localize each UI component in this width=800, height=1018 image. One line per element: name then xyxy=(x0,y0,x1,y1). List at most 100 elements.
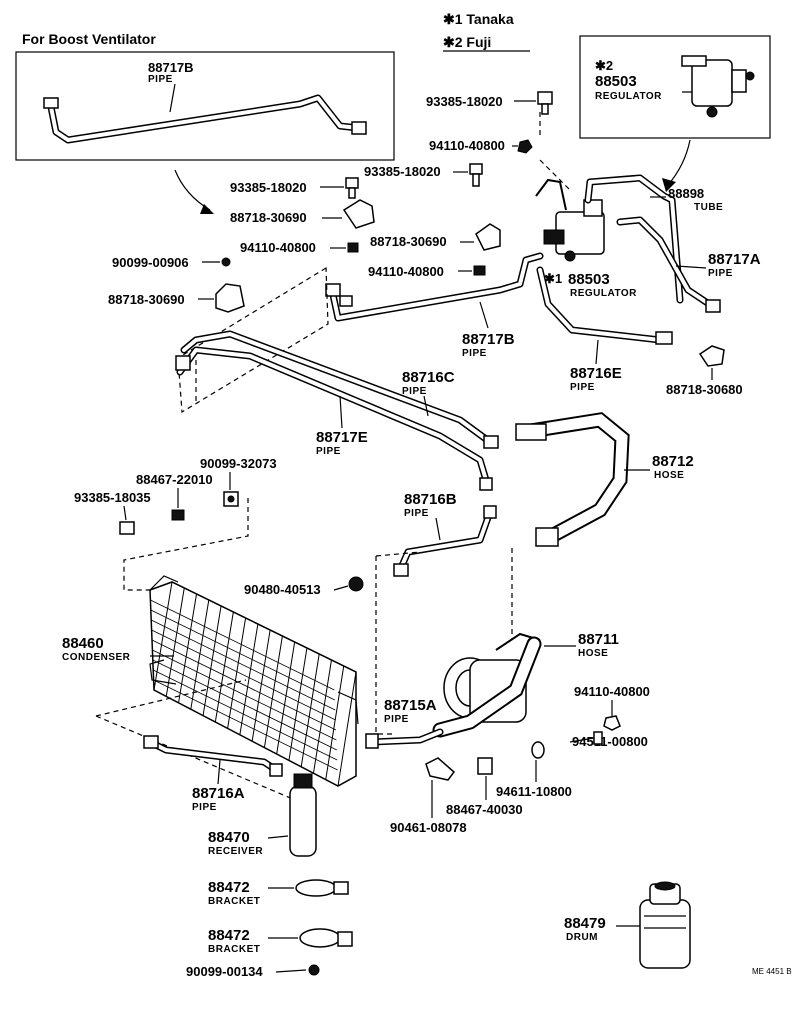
inset-regulator-mark: ✱2 xyxy=(595,58,613,73)
condenser-fin xyxy=(178,593,198,703)
condenser-fin xyxy=(276,641,296,755)
clamp-88718-30690-b xyxy=(475,223,501,251)
inset-ventilator-title: For Boost Ventilator xyxy=(22,31,156,47)
label-88716B-name: PIPE xyxy=(404,508,429,519)
legend-note-1: ✱1 Tanaka xyxy=(443,11,514,27)
inset-regulator-name: REGULATOR xyxy=(595,91,662,102)
grommet-88467-40030 xyxy=(477,757,493,775)
label-88711: 88711 xyxy=(578,631,619,648)
label-88503-name: REGULATOR xyxy=(570,288,637,299)
tube-88898 xyxy=(584,174,684,304)
label-94511-00800: 94511-00800 xyxy=(572,734,648,749)
condenser-fin xyxy=(190,599,210,710)
clamp-90461-08078 xyxy=(425,757,456,781)
clamp-88718-30690-a xyxy=(342,199,375,229)
reference-code: ME 4451 B xyxy=(752,967,792,976)
label-94110-40800-c: 94110-40800 xyxy=(368,264,444,279)
label-88717B-name: PIPE xyxy=(462,348,487,359)
clamp-88718-30690-c xyxy=(215,283,245,313)
pipe-88716C xyxy=(180,330,499,449)
bolt-93385-18035 xyxy=(119,521,135,535)
condenser-fin xyxy=(227,617,247,729)
bolt-93385-18020-c xyxy=(469,163,483,187)
label-88479: 88479 xyxy=(564,915,606,932)
condenser-88460 xyxy=(149,575,359,787)
label-88712: 88712 xyxy=(652,453,694,470)
label-88472-a-name: BRACKET xyxy=(208,896,260,907)
label-94110-40800-b: 94110-40800 xyxy=(240,240,316,255)
hose-88712 xyxy=(515,412,630,547)
inset-regulator-arrow xyxy=(667,139,691,186)
label-93385-18020-c: 93385-18020 xyxy=(364,164,441,179)
label-88467-40030: 88467-40030 xyxy=(446,802,523,817)
label-88716B: 88716B xyxy=(404,491,457,508)
condenser-fin-row xyxy=(150,609,335,701)
label-88717A: 88717A xyxy=(708,251,761,268)
clamp-88718-30680 xyxy=(698,345,725,367)
label-88898: 88898 xyxy=(668,186,704,201)
inset-ventilator-name: PIPE xyxy=(148,74,173,85)
inset-ventilator-pipe xyxy=(43,94,367,144)
label-93385-18035: 93385-18035 xyxy=(74,490,151,505)
label-88716E-name: PIPE xyxy=(570,382,595,393)
condenser-fin xyxy=(165,587,185,697)
label-88712-name: HOSE xyxy=(654,470,684,481)
condenser-fin xyxy=(251,629,271,742)
bracket-88472-a xyxy=(295,879,349,897)
nut-94110-40800-c xyxy=(473,265,486,276)
condenser-fin xyxy=(300,653,320,767)
nut-90099-32073 xyxy=(223,491,239,507)
bracket-88472-b xyxy=(299,928,353,948)
pipe-88717B xyxy=(325,252,544,322)
label-88479-name: DRUM xyxy=(566,932,598,943)
inset-ventilator-arrow xyxy=(174,169,211,211)
label-88718-30690-c: 88718-30690 xyxy=(108,292,185,307)
label-93385-18020-b: 93385-18020 xyxy=(230,180,307,195)
label-88716C-name: PIPE xyxy=(402,386,427,397)
label-88460: 88460 xyxy=(62,635,104,652)
grommet-90099-00906 xyxy=(221,257,231,267)
condenser-fin-row xyxy=(152,659,337,751)
condenser-fin xyxy=(288,647,308,761)
label-88472-b: 88472 xyxy=(208,927,250,944)
pipe-88716B xyxy=(393,505,497,577)
label-90099-00134: 90099-00134 xyxy=(186,964,263,979)
condenser-fin-row xyxy=(151,619,336,711)
condenser-fin-row xyxy=(151,629,336,721)
inset-ventilator-frame xyxy=(15,51,395,161)
washer-94511-00800 xyxy=(593,731,603,745)
grommet-88467-22010 xyxy=(171,509,185,521)
label-88716A: 88716A xyxy=(192,785,245,802)
inset-ventilator-part: 88717B xyxy=(148,60,194,75)
inset-regulator-frame xyxy=(579,35,771,139)
label-88718-30690-a: 88718-30690 xyxy=(230,210,307,225)
label-88460-name: CONDENSER xyxy=(62,652,131,663)
pipe-88717E xyxy=(175,346,493,491)
washer-94611-10800 xyxy=(531,741,545,759)
condenser-fin xyxy=(337,671,357,787)
label-90461-08078: 90461-08078 xyxy=(390,820,467,835)
condenser-fin xyxy=(312,659,332,774)
label-88470: 88470 xyxy=(208,829,250,846)
condenser-fin xyxy=(239,623,259,735)
legend-note-2: ✱2 Fuji xyxy=(443,34,491,50)
pipe-88717A xyxy=(616,216,721,313)
label-88715A-name: PIPE xyxy=(384,714,409,725)
label-88470-name: RECEIVER xyxy=(208,846,263,857)
inset-regulator-body xyxy=(681,55,755,118)
label-90099-32073: 90099-32073 xyxy=(200,456,277,471)
nut-94110-40800-d xyxy=(603,715,621,731)
label-94110-40800-d: 94110-40800 xyxy=(574,684,650,699)
label-88503-mark: ✱1 xyxy=(544,271,562,286)
label-88715A: 88715A xyxy=(384,697,437,714)
bracket-guide-dash xyxy=(177,266,329,414)
condenser-fin-row xyxy=(151,639,337,731)
condenser-fin-row xyxy=(150,599,335,691)
bolt-93385-18020-b xyxy=(345,177,359,199)
label-88718-30690-b: 88718-30690 xyxy=(370,234,447,249)
label-88503: 88503 xyxy=(568,271,610,288)
label-88472-b-name: BRACKET xyxy=(208,944,260,955)
label-88717E: 88717E xyxy=(316,429,368,446)
label-88717E-name: PIPE xyxy=(316,446,341,457)
